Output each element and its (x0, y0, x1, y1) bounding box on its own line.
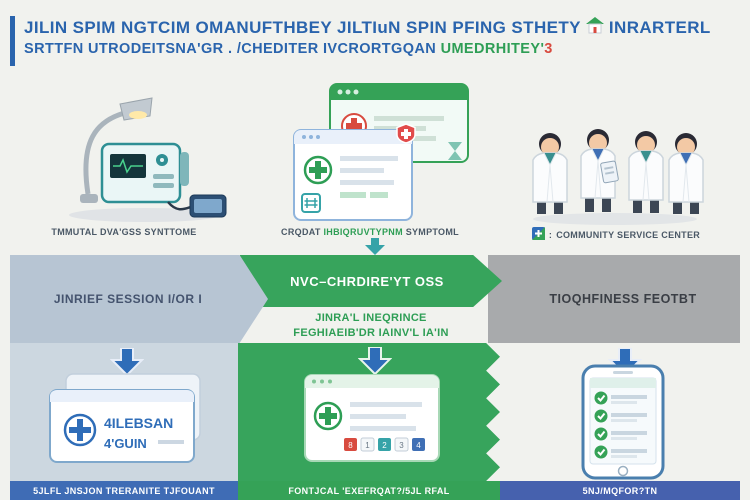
title-accent-bar (10, 16, 15, 66)
software-windows-illustration (288, 78, 473, 233)
subtitle-red: 3 (544, 41, 553, 57)
band-right: TIOQHFINESS FEOTBT (488, 255, 740, 343)
phone-home-button (617, 465, 629, 477)
id-card-illustration: 4ILEBSAN 4'GUIN (46, 370, 206, 471)
phone-checklist-illustration (577, 364, 669, 485)
band-right-label: TIOQHFINESS FEOTBT (549, 292, 697, 306)
form-button: 1 (365, 441, 370, 450)
device-screen (110, 154, 146, 178)
arrow-down-small-icon (364, 238, 386, 261)
footer-middle-label: FONTJCAL 'EXEFRQAT?/5JL RFAL (288, 485, 450, 496)
band-middle: NVC–CHRDIRE'YT OSS (240, 255, 502, 307)
footer-bar-left: 5JLFL JNSJON TRERANITE TJFOUANT (10, 481, 238, 500)
doctor-figure (532, 133, 568, 214)
doctor-figure (668, 133, 704, 214)
arrow-down-middle-icon (357, 346, 393, 380)
page-subtitle: SRTTFN UTRODEITSNA'GR . /CHEDITER IVCROR… (24, 41, 740, 57)
software-caption-left: CRQDAT (281, 227, 324, 237)
hourglass-icon (448, 142, 462, 160)
checklist-rows (594, 391, 647, 459)
device-caption: TMMUTAL DVA'GSS SYNTTOME (51, 227, 197, 237)
footer-bar-right: 5NJ/MQFOR?TN (500, 481, 740, 500)
form-button: 2 (382, 441, 387, 450)
lamp-arm (83, 109, 129, 195)
card-line1: 4ILEBSAN (104, 415, 173, 431)
band-left-label: JINRIEF SESSION I/OR I (53, 292, 203, 306)
service-center-logo-icon (531, 227, 545, 242)
band-middle-label: NVC–CHRDIRE'YT OSS (290, 273, 444, 289)
doctors-caption-text: COMMUNITY SERVICE CENTER (556, 229, 701, 240)
doctors-caption: : COMMUNITY SERVICE CENTER (492, 227, 740, 242)
subtitle-main: SRTTFN UTRODEITSNA'GR . /CHEDITER IVCROR… (24, 41, 441, 57)
band-left: JINRIEF SESSION I/OR I (10, 255, 268, 343)
hash-badge-icon (301, 193, 321, 213)
software-caption-green: IHBIQRUVTYPNM (323, 227, 403, 237)
software-caption-right: SYMPTOML (402, 227, 459, 237)
subtitle-green: UMEDRHITEY' (440, 41, 545, 57)
software-caption: CRQDAT IHBIQRUVTYPNM SYMPTOML (252, 227, 488, 237)
band-middle-subline-2: FEGHIAEIB'DR IAINV'L IA'IN (293, 327, 449, 339)
arrow-down-left-icon (109, 347, 145, 381)
footer-bar-middle: FONTJCAL 'EXEFRQAT?/5JL RFAL (238, 481, 500, 500)
diagnostic-device-illustration (50, 82, 230, 232)
card-line2: 4'GUIN (104, 436, 147, 451)
title-line1-suffix: INRARTERL (608, 17, 711, 37)
form-buttons-row: 8 1 2 3 4 (344, 437, 425, 452)
doctor-figure (580, 129, 619, 212)
clipboard-icon (600, 160, 619, 184)
form-button: 4 (416, 441, 421, 450)
form-button: 3 (399, 441, 404, 450)
footer-right-label: 5NJ/MQFOR?TN (582, 485, 658, 496)
page-title: JILIN SPIM NGTCIM OMANUFTHBEY JILTIuN SP… (24, 16, 740, 39)
doctors-caption-sep: : (548, 229, 553, 240)
band-middle-subline-1: JINRA'L INEQRINCE (315, 312, 427, 324)
house-icon (585, 16, 605, 39)
title-line1-text: JILIN SPIM NGTCIM OMANUFTHBEY JILTIuN SP… (24, 17, 581, 37)
doctors-illustration (520, 82, 710, 232)
footer-left-label: 5JLFL JNSJON TRERANITE TJFOUANT (33, 485, 215, 496)
doctor-figure (628, 131, 664, 213)
form-button: 8 (348, 441, 353, 450)
form-window-illustration: 8 1 2 3 4 (302, 372, 442, 469)
